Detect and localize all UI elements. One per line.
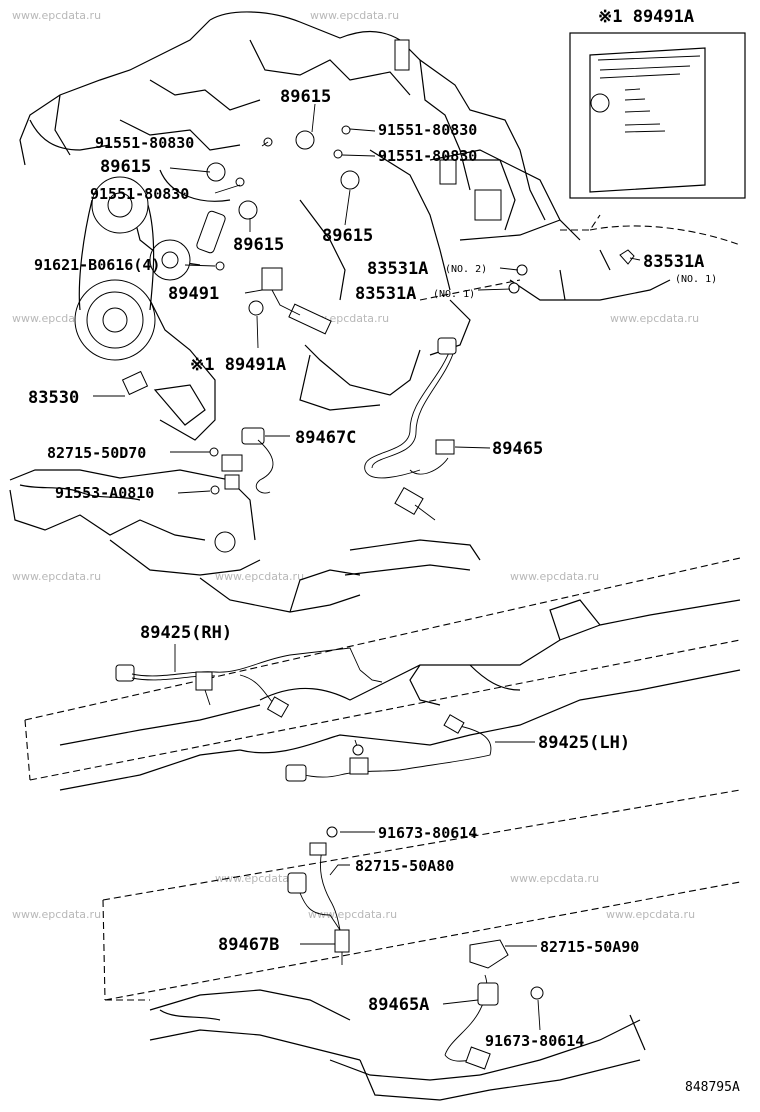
part-labels: ※1 89491A 89615 91551-80830 91551-80830 … <box>28 7 740 1095</box>
label-91553-a0810: 91553-A0810 <box>55 484 154 502</box>
label-89491a: ※1 89491A <box>190 355 286 375</box>
label-83531a-no1-right-suffix: (NO. 1) <box>675 274 717 285</box>
lower-exhaust-manifold <box>102 789 741 1101</box>
watermark: www.epcdata.ru <box>310 9 399 22</box>
exhaust-pipe <box>24 557 741 791</box>
label-89615: 89615 <box>322 226 373 246</box>
label-83531a-no1: 83531A <box>355 284 416 304</box>
figure-code: 848795A <box>685 1080 740 1095</box>
watermark: www.epcdata.ru <box>12 908 101 921</box>
watermark: www.epcdata.ru <box>12 570 101 583</box>
watermark: www.epcdata.ru <box>606 908 695 921</box>
watermark: www.epcdata.ru <box>610 312 699 325</box>
label-89465: 89465 <box>492 439 543 459</box>
label-89467b: 89467B <box>218 935 279 955</box>
label-83531a-no1-suffix: (NO. 1) <box>433 289 475 300</box>
leader-lines <box>93 103 641 1031</box>
label-89615: 89615 <box>100 157 151 177</box>
watermark: www.epcdata.ru <box>12 9 101 22</box>
watermark: www.epcdata.ru <box>510 570 599 583</box>
label-91551-80830: 91551-80830 <box>378 147 477 165</box>
label-91673-80614: 91673-80614 <box>378 824 477 842</box>
label-83531a-no1-right: 83531A <box>643 252 704 272</box>
label-82715-50a90: 82715-50A90 <box>540 938 639 956</box>
label-83531a-no2: 83531A <box>367 259 428 279</box>
watermark: www.epcdata.ru <box>308 908 397 921</box>
watermark: www.epcdata.ru <box>215 570 304 583</box>
label-89425-lh: 89425(LH) <box>538 733 630 753</box>
label-89425-rh: 89425(RH) <box>140 623 232 643</box>
label-83530: 83530 <box>28 388 79 408</box>
label-82715-50d70: 82715-50D70 <box>47 444 146 462</box>
label-82715-50a80: 82715-50A80 <box>355 857 454 875</box>
watermark: www.epcdata.ru <box>510 872 599 885</box>
label-91551-80830: 91551-80830 <box>95 134 194 152</box>
label-91621-b0616: 91621-B0616(4) <box>34 256 160 274</box>
label-89615: 89615 <box>233 235 284 255</box>
watermark: www.epcdata.ru <box>215 872 304 885</box>
watermarks: www.epcdata.ru www.epcdata.ru www.epcdat… <box>12 9 699 921</box>
label-89491a-insert: ※1 89491A <box>598 7 694 27</box>
engine-illustration <box>19 11 741 441</box>
label-89467c: 89467C <box>295 428 356 448</box>
label-89465a: 89465A <box>368 995 429 1015</box>
label-91551-80830: 91551-80830 <box>378 121 477 139</box>
label-89491: 89491 <box>168 284 219 304</box>
label-89615: 89615 <box>280 87 331 107</box>
label-91673-80614: 91673-80614 <box>485 1032 584 1050</box>
label-insert <box>569 32 746 199</box>
label-83531a-no2-suffix: (NO. 2) <box>445 264 487 275</box>
label-91551-80830: 91551-80830 <box>90 185 189 203</box>
upper-exhaust-manifold <box>9 337 481 613</box>
